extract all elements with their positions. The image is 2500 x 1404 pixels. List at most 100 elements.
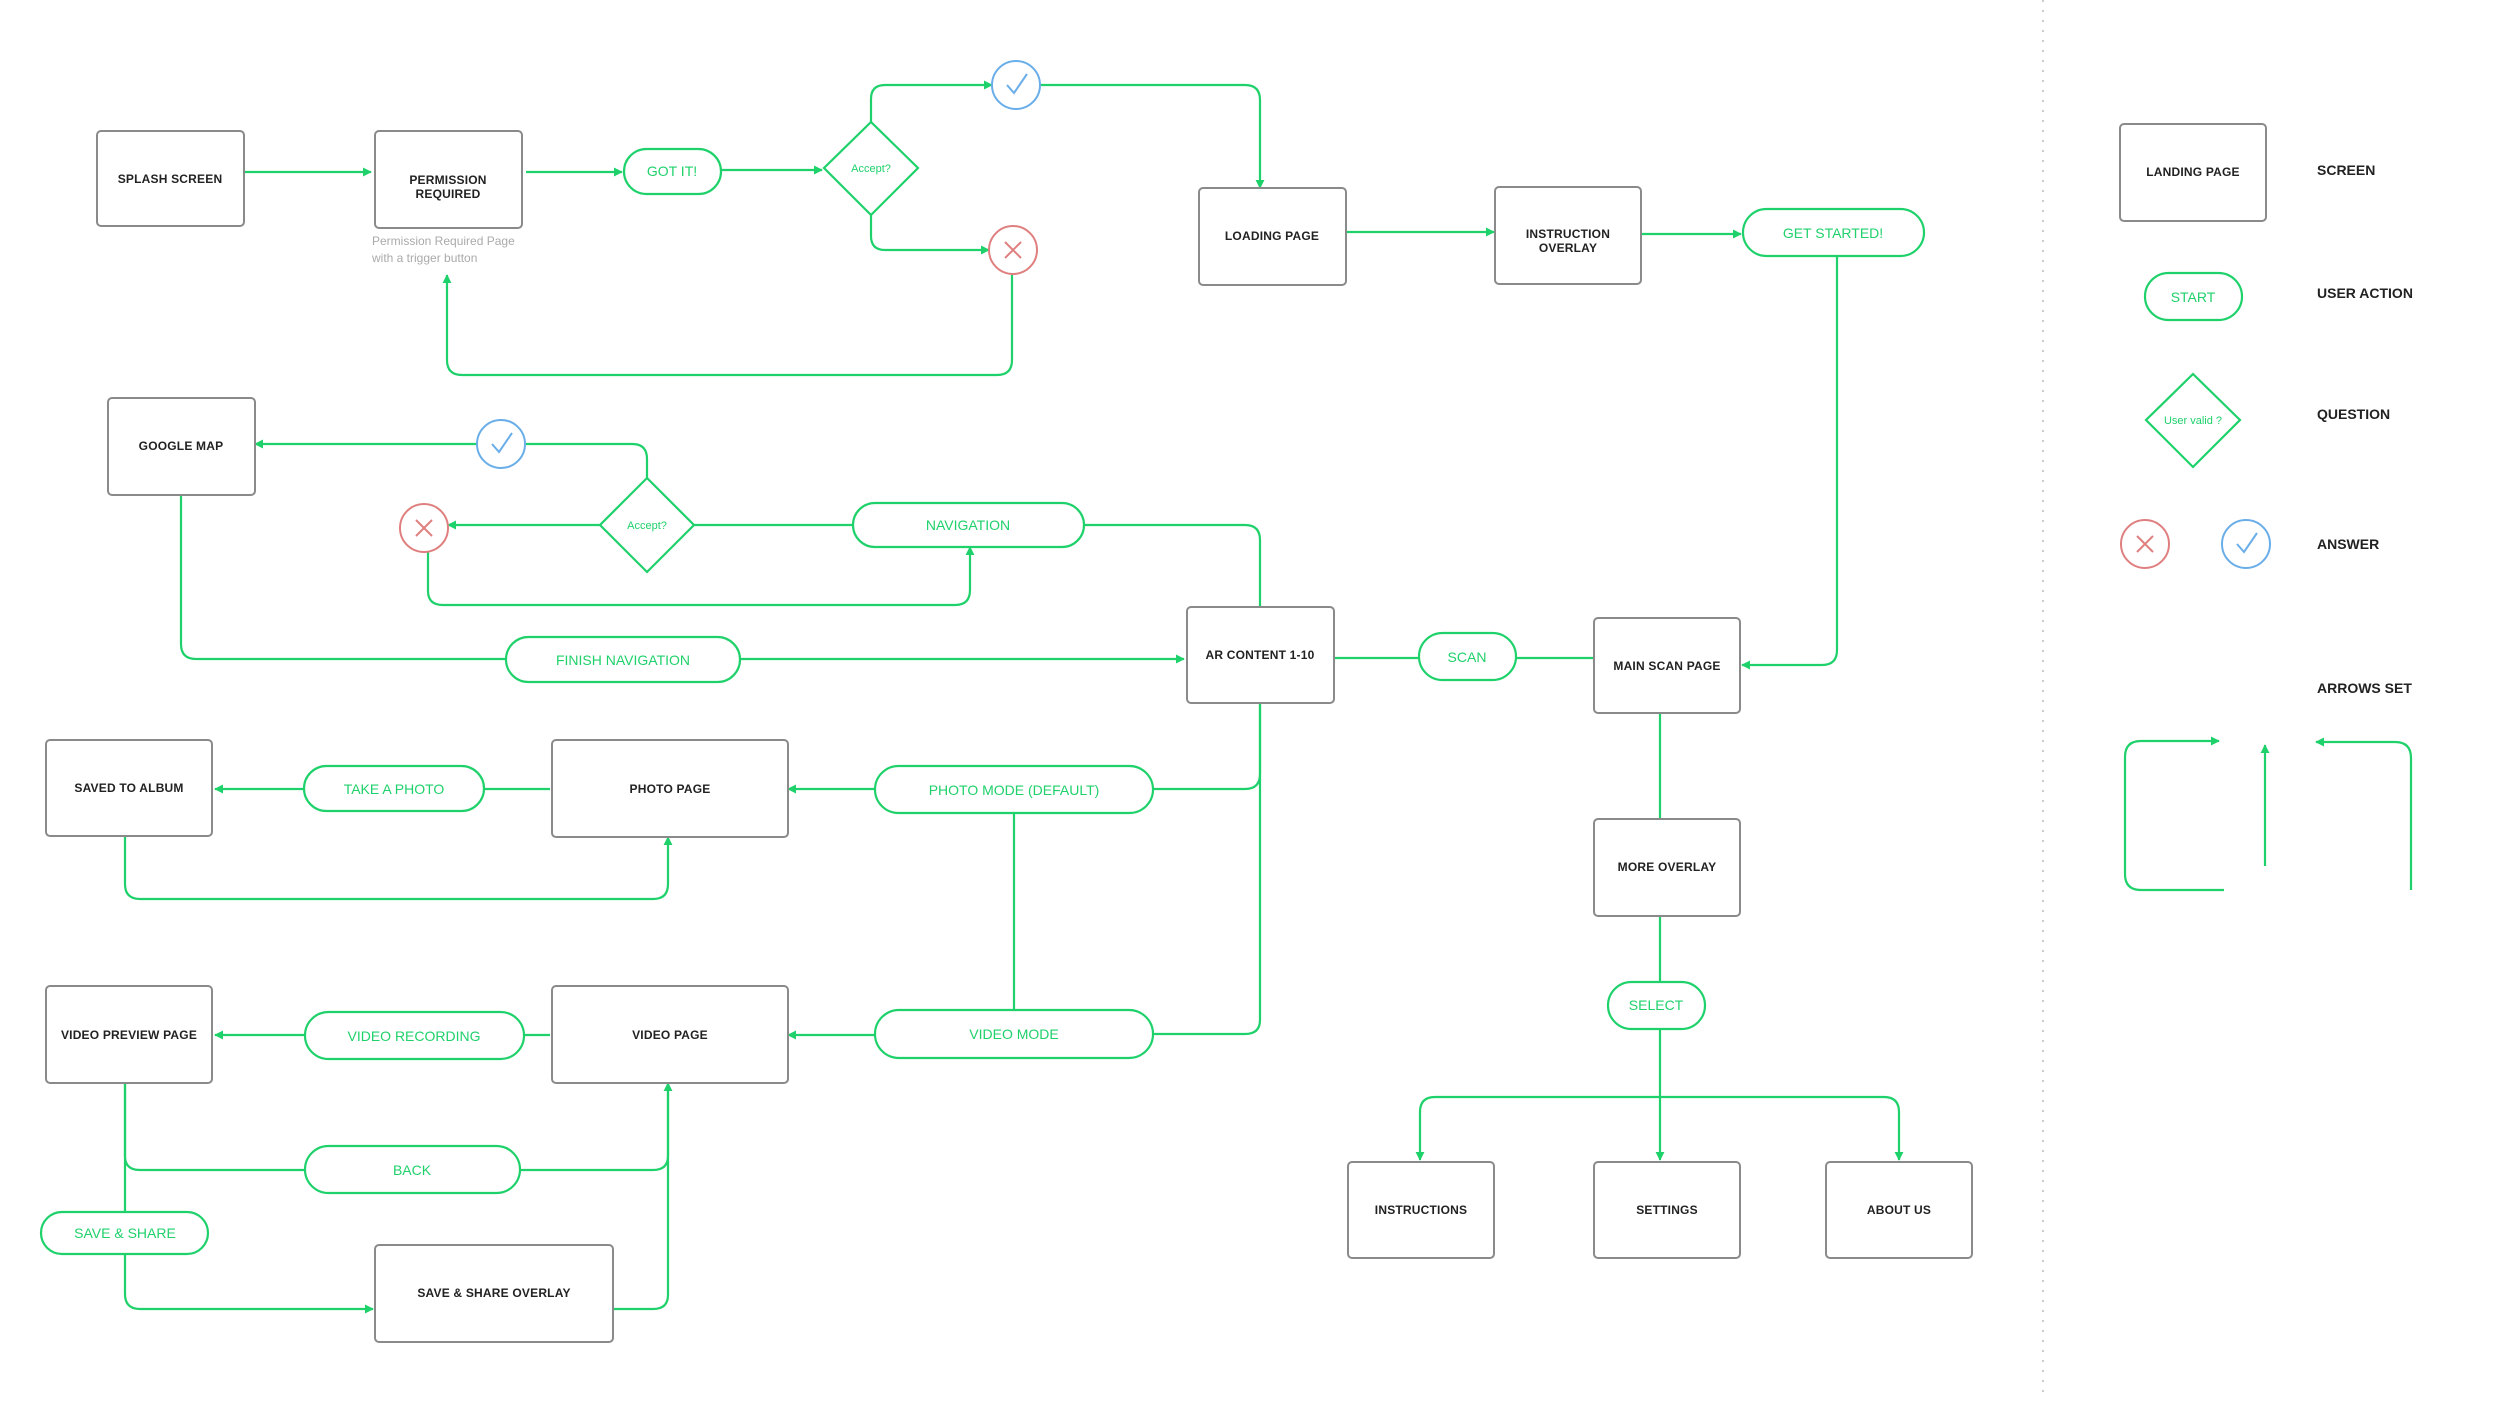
line-no-loop-to-navigation	[426, 546, 975, 607]
screen-videopage-label: VIDEO PAGE	[632, 1028, 708, 1042]
action-photomode-label: PHOTO MODE (DEFAULT)	[929, 782, 1100, 798]
action-select-label: SELECT	[1629, 997, 1684, 1013]
line-overlay-to-videopage	[613, 1083, 670, 1311]
screen-saved-album[interactable]: SAVED TO ALBUM	[45, 739, 213, 837]
screen-mainscan-label: MAIN SCAN PAGE	[1613, 659, 1720, 673]
screen-photo-page[interactable]: PHOTO PAGE	[551, 739, 789, 838]
question-accept-navigation[interactable]: Accept?	[598, 476, 696, 574]
connectors	[123, 80, 2413, 1314]
action-got-it[interactable]: GOT IT!	[622, 147, 723, 196]
line-no-back-to-permission	[442, 274, 1014, 377]
screen-video-preview[interactable]: VIDEO PREVIEW PAGE	[45, 985, 213, 1084]
screen-googlemap-label: GOOGLE MAP	[139, 439, 224, 453]
line-googlemap-to-finish	[179, 495, 506, 661]
question-accept-permission[interactable]: Accept?	[822, 120, 920, 217]
screen-about-label: ABOUT US	[1867, 1203, 1931, 1217]
question-accept-1-label: Accept?	[851, 163, 891, 175]
permission-note-line2: with a trigger button	[371, 251, 477, 265]
screen-instruction-label-line1: INSTRUCTION	[1526, 227, 1610, 241]
line-accept-no	[869, 215, 990, 255]
action-video-mode[interactable]: VIDEO MODE	[873, 1008, 1155, 1060]
screen-instructions[interactable]: INSTRUCTIONS	[1347, 1161, 1495, 1259]
screen-overlay-label: SAVE & SHARE OVERLAY	[417, 1286, 570, 1300]
line-accept-yes	[869, 80, 993, 122]
action-getstarted-label: GET STARTED!	[1783, 225, 1883, 241]
action-select[interactable]: SELECT	[1606, 980, 1707, 1031]
screen-ar-content[interactable]: AR CONTENT 1-10	[1186, 606, 1335, 704]
permission-note-line1: Permission Required Page	[372, 234, 515, 248]
action-scan[interactable]: SCAN	[1417, 631, 1518, 682]
screen-instructions-label: INSTRUCTIONS	[1375, 1203, 1467, 1217]
screen-instruction-overlay[interactable]: INSTRUCTION OVERLAY	[1494, 186, 1642, 285]
screen-google-map[interactable]: GOOGLE MAP	[107, 397, 256, 496]
action-take-photo[interactable]: TAKE A PHOTO	[302, 764, 486, 813]
action-gotit-label: GOT IT!	[647, 163, 697, 179]
line-accept-to-yes	[526, 442, 649, 478]
legend-arrow-corner-left	[2123, 736, 2224, 892]
screen-save-share-overlay[interactable]: SAVE & SHARE OVERLAY	[374, 1244, 614, 1343]
screen-permission-label-line2: REQUIRED	[416, 187, 481, 201]
screen-permission-label-line1: PERMISSION	[409, 173, 486, 187]
action-back-label: BACK	[393, 1162, 432, 1178]
screen-main-scan[interactable]: MAIN SCAN PAGE	[1593, 617, 1741, 714]
legend-question-sample: User valid ?	[2144, 372, 2242, 469]
screen-more-label: MORE OVERLAY	[1618, 860, 1717, 874]
line-yes-to-loading	[1040, 83, 1265, 189]
check-icon	[991, 60, 1041, 110]
cross-icon	[988, 225, 1038, 275]
line-branch-to-about	[1660, 1095, 1904, 1161]
screen-more-overlay[interactable]: MORE OVERLAY	[1593, 818, 1741, 917]
screen-splash-label: SPLASH SCREEN	[118, 172, 223, 186]
action-get-started[interactable]: GET STARTED!	[1741, 207, 1926, 258]
line-back-to-videopage	[520, 1082, 673, 1172]
cross-icon	[399, 503, 449, 553]
screen-settings[interactable]: SETTINGS	[1593, 1161, 1741, 1259]
screen-permission[interactable]: PERMISSION REQUIRED	[374, 130, 523, 229]
action-takephoto-label: TAKE A PHOTO	[344, 781, 445, 797]
line-preview-to-back	[123, 1083, 305, 1172]
screen-about-us[interactable]: ABOUT US	[1825, 1161, 1973, 1259]
screen-album-label: SAVED TO ALBUM	[74, 781, 183, 795]
legend-screen-label: SCREEN	[2317, 162, 2375, 178]
action-navigation[interactable]: NAVIGATION	[851, 501, 1086, 549]
action-photo-mode[interactable]: PHOTO MODE (DEFAULT)	[873, 764, 1155, 815]
action-scan-label: SCAN	[1448, 649, 1487, 665]
legend-answer-label: ANSWER	[2317, 536, 2379, 552]
line-ar-to-navigation	[1084, 523, 1262, 607]
legend-start-label: START	[2171, 289, 2216, 305]
screen-photopage-label: PHOTO PAGE	[630, 782, 711, 796]
screen-loading[interactable]: LOADING PAGE	[1198, 187, 1347, 286]
action-navigation-label: NAVIGATION	[926, 517, 1010, 533]
action-back[interactable]: BACK	[303, 1144, 522, 1195]
line-ar-to-videomode	[1153, 703, 1262, 1036]
legend-arrowsset-label: ARROWS SET	[2317, 680, 2412, 696]
action-finish-navigation[interactable]: FINISH NAVIGATION	[504, 635, 742, 684]
action-video-recording[interactable]: VIDEO RECORDING	[303, 1010, 526, 1061]
screen-ar-label: AR CONTENT 1-10	[1205, 648, 1314, 662]
action-videomode-label: VIDEO MODE	[969, 1026, 1058, 1042]
line-ar-to-photomode	[1153, 703, 1262, 791]
line-saveshare-to-overlay	[123, 1254, 374, 1314]
line-branch-to-instructions	[1415, 1095, 1660, 1161]
screen-instruction-label-line2: OVERLAY	[1539, 241, 1597, 255]
legend-landing-label: LANDING PAGE	[2146, 165, 2240, 179]
question-accept-2-label: Accept?	[627, 520, 667, 532]
action-recording-label: VIDEO RECORDING	[347, 1028, 480, 1044]
screen-preview-label: VIDEO PREVIEW PAGE	[61, 1028, 197, 1042]
line-getstarted-to-mainscan	[1741, 256, 1839, 670]
action-saveshare-label: SAVE & SHARE	[74, 1225, 176, 1241]
legend-arrow-corner-right	[2315, 737, 2413, 890]
legend-screen-sample: LANDING PAGE	[2119, 123, 2267, 222]
screen-settings-label: SETTINGS	[1636, 1203, 1698, 1217]
legend-question-label: QUESTION	[2317, 406, 2390, 422]
screen-video-page[interactable]: VIDEO PAGE	[551, 985, 789, 1084]
line-album-loop-to-photopage	[123, 836, 673, 901]
check-icon	[2221, 519, 2271, 569]
screen-splash[interactable]: SPLASH SCREEN	[96, 130, 245, 227]
check-icon	[476, 419, 526, 469]
action-save-share[interactable]: SAVE & SHARE	[39, 1210, 210, 1256]
legend-useraction-label: USER ACTION	[2317, 285, 2413, 301]
cross-icon	[2120, 519, 2170, 569]
